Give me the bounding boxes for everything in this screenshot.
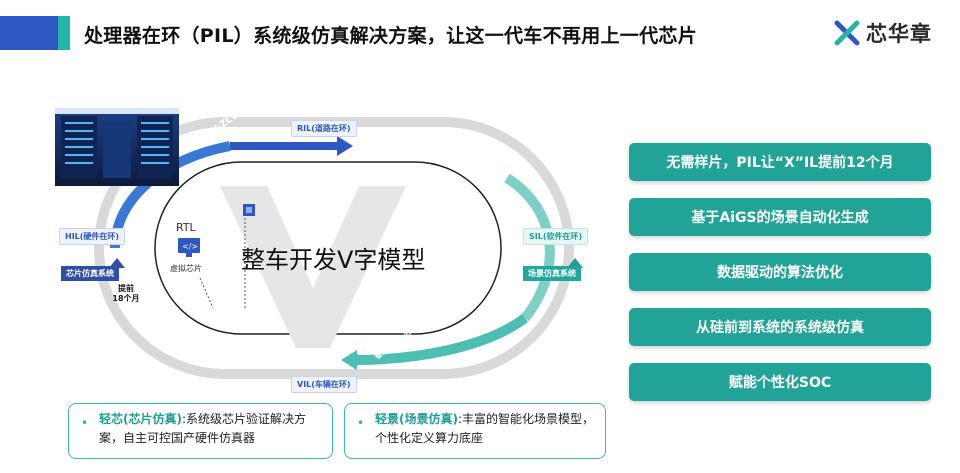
brand-logo: 芯华章	[834, 18, 932, 48]
feature-item: 基于AiGS的场景自动化生成	[629, 198, 931, 236]
ril-label: RIL(道路在环)	[291, 120, 357, 137]
page-title: 处理器在环（PIL）系统级仿真解决方案，让这一代车不再用上一代芯片	[84, 25, 698, 47]
server-room-image	[55, 108, 179, 186]
callout-scene-sim-rest: :丰富的智能化场景模型，个性化定义算力底座	[375, 412, 595, 445]
feature-item: 赋能个性化SOC	[629, 363, 931, 401]
early-badge-text: 提前 18个月	[104, 284, 148, 304]
scene-sim-system-label: 场景仿真系统	[523, 266, 581, 281]
virtual-chip-label: 虚拟芯片	[170, 264, 202, 273]
vil-label: VIL(车辆在环)	[291, 376, 357, 393]
callout-scene-sim-text: 轻景(场景仿真):丰富的智能化场景模型，个性化定义算力底座	[375, 410, 597, 448]
callout-chip-sim-text: 轻芯(芯片仿真):系统级芯片验证解决方案，自主可控国产硬件仿真器	[99, 410, 324, 448]
feature-item: 从硅前到系统的系统级仿真	[629, 308, 931, 346]
logo-mark-icon	[834, 20, 860, 46]
early-badge-line-2: 18个月	[112, 294, 140, 303]
v-model-title: 整车开发V字模型	[241, 246, 426, 274]
sil-label: SIL(软件在环)	[523, 228, 589, 245]
early-badge-line-1: 提前	[118, 284, 134, 293]
chip-sim-system-label: 芯片仿真系统	[61, 266, 119, 281]
logo-text: 芯华章	[866, 22, 932, 46]
callout-scene-sim: • 轻景(场景仿真):丰富的智能化场景模型，个性化定义算力底座	[344, 403, 606, 459]
callout-chip-sim: • 轻芯(芯片仿真):系统级芯片验证解决方案，自主可控国产硬件仿真器	[68, 403, 333, 459]
feature-item: 数据驱动的算法优化	[629, 253, 931, 291]
bullet-icon: •	[81, 416, 89, 430]
callout-chip-sim-rest: :系统级芯片验证解决方案，自主可控国产硬件仿真器	[99, 412, 307, 445]
callout-scene-sim-highlight: 轻景(场景仿真)	[375, 412, 458, 426]
feature-item: 无需样片，PIL让“X”IL提前12个月	[629, 143, 931, 181]
rtl-label: RTL	[176, 221, 196, 234]
bullet-icon: •	[357, 416, 365, 430]
header-accent-blue	[0, 16, 58, 50]
hil-label: HIL(硬件在环)	[59, 228, 126, 245]
v-model-diagram: </> RIL(道路在环) HIL(硬件在环) 芯片仿真系统 SIL(软件在环)…	[55, 108, 615, 408]
svg-text:</>: </>	[182, 242, 198, 251]
callout-chip-sim-highlight: 轻芯(芯片仿真)	[99, 412, 182, 426]
header-accent-teal	[58, 16, 70, 50]
v-model-graphic: </>	[94, 117, 583, 379]
